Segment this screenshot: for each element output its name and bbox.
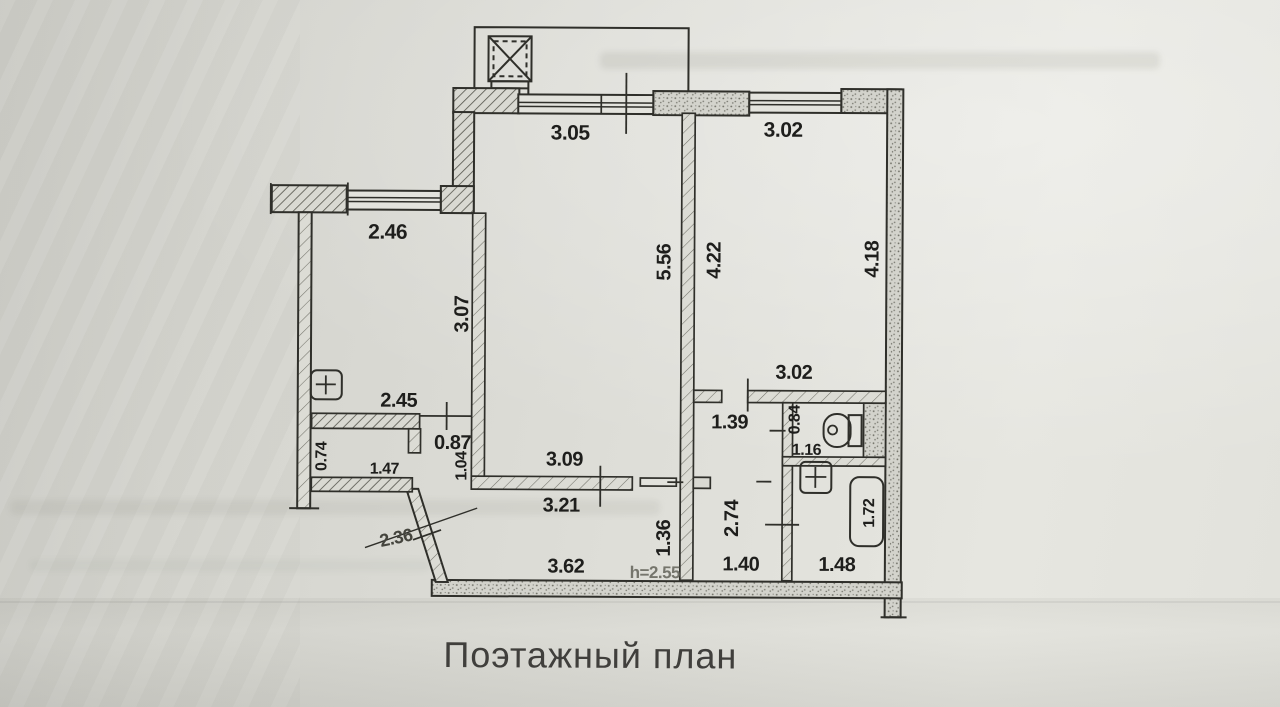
wall-kitchen-top-pier — [439, 184, 475, 215]
plan-caption: Поэтажный план — [443, 634, 737, 677]
wall-corner-top-left — [452, 87, 521, 115]
living-window — [517, 93, 655, 116]
dim-bedroom-width-bottom: 3.02 — [775, 362, 812, 384]
wall-kitchen-living — [470, 212, 487, 479]
entrance-door-tick — [412, 529, 442, 541]
bathtub-icon — [849, 476, 885, 548]
dim-wc-width: 1.16 — [792, 442, 822, 459]
bedroom-window — [748, 91, 843, 115]
wc-vent-shaft — [862, 402, 887, 459]
dim-bedroom-depth-left: 4.22 — [703, 241, 725, 278]
wall-bedroom-bottom-left — [692, 389, 723, 404]
kitchen-window — [345, 189, 442, 211]
wall-bottom-outer — [430, 578, 903, 600]
dim-ceiling-height: h=2.55 — [630, 563, 681, 582]
dimension-labels: 3.05 3.02 2.46 3.07 5.56 4.22 4.18 3.02 … — [313, 119, 883, 583]
dim-corridor-width-bottom: 3.62 — [547, 556, 584, 578]
dim-closet-depth: 0.74 — [313, 441, 330, 471]
wall-living-bottom — [470, 475, 634, 491]
interior-walls — [310, 112, 887, 582]
dim-bedroom-width-top: 3.02 — [764, 119, 803, 142]
wall-left-outer — [296, 211, 313, 510]
strike-line — [364, 507, 478, 549]
wall-closet-stub — [407, 427, 422, 454]
wall-kitchen-bottom — [310, 412, 421, 430]
windows — [345, 91, 843, 211]
dim-diagonal-struck: 2.36 — [378, 524, 415, 550]
dim-corridor-depth-right: 1.36 — [653, 519, 675, 556]
dim-wc-depth: 0.84 — [787, 405, 804, 435]
dim-living-depth: 5.56 — [653, 243, 675, 280]
wall-kitchen-top — [270, 184, 348, 214]
wall-hall-bathroom — [780, 401, 794, 582]
dim-kitchen-depth: 3.07 — [451, 295, 473, 332]
wall-hall-stub — [692, 476, 712, 490]
stove-icon — [309, 369, 343, 401]
wall-right-outer — [883, 88, 905, 619]
wall-wc-bathroom — [781, 455, 887, 468]
sink-icon — [799, 460, 833, 494]
dim-hall-depth: 2.74 — [721, 499, 743, 537]
outer-walls — [270, 87, 907, 619]
dim-hall-width-top: 1.39 — [711, 411, 748, 433]
fixtures — [309, 369, 885, 548]
dim-living-width-bottom: 3.09 — [546, 449, 583, 471]
dim-kitchen-doorway: 0.87 — [434, 432, 471, 454]
dimension-ticks — [269, 72, 800, 549]
wall-top-pier — [652, 90, 751, 117]
dim-corridor-stub: 1.04 — [453, 451, 470, 481]
dim-corridor-width-upper: 3.21 — [543, 494, 580, 516]
dim-kitchen-width-bottom: 2.45 — [380, 390, 417, 412]
dim-kitchen-width: 2.46 — [368, 221, 407, 244]
dim-bathroom-width: 1.48 — [818, 554, 855, 576]
dim-living-width-top: 3.05 — [551, 122, 591, 145]
wall-living-bedroom — [678, 112, 697, 582]
balcony-outline — [473, 26, 690, 93]
dim-closet-width: 1.47 — [370, 461, 400, 478]
toilet-icon — [822, 413, 863, 449]
dim-bedroom-depth-right: 4.18 — [861, 240, 883, 277]
dim-bathtub-length: 1.72 — [861, 498, 878, 528]
dim-hall-width-bottom: 1.40 — [722, 553, 759, 575]
wall-closet-bottom — [310, 476, 414, 493]
wall-bedroom-bottom-right — [746, 389, 887, 405]
